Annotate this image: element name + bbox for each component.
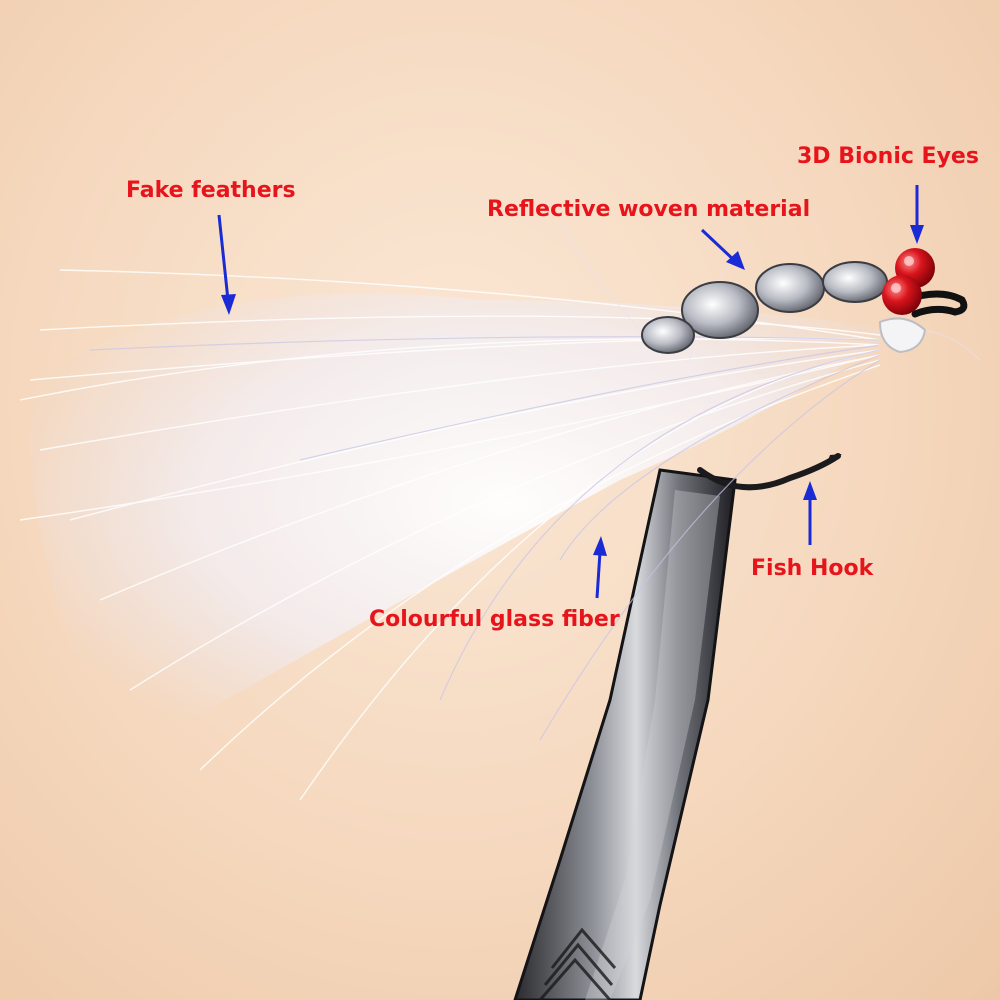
thread-head [878,317,927,354]
label-glass-fiber: Colourful glass fiber [369,607,620,632]
callout-arrows [217,185,924,599]
reflective-woven-material [641,261,888,354]
label-bionic-eyes: 3D Bionic Eyes [797,144,979,169]
label-fish-hook: Fish Hook [751,556,874,581]
arrow-reflective-material [700,228,745,270]
fish-hook [697,290,968,491]
label-reflective-woven-material: Reflective woven material [487,197,811,222]
arrow-glass-fiber [593,536,607,599]
feather-body [19,219,981,801]
tweezers-holder [513,468,737,1000]
bionic-eyes [882,248,935,315]
arrow-fake-feathers [217,214,236,315]
arrow-bionic-eyes [910,185,924,244]
arrow-fish-hook [803,481,817,545]
label-fake-feathers: Fake feathers [126,178,296,203]
